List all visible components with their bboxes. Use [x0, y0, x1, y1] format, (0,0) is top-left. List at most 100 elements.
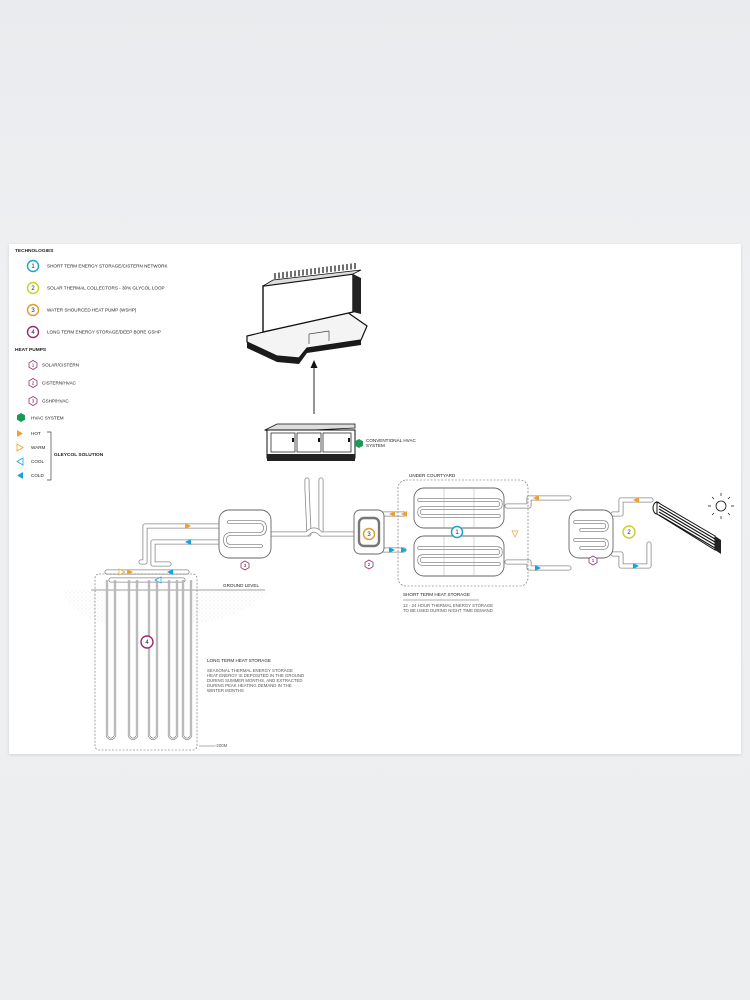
heat-pump-1-solar-cistern: [568, 509, 614, 559]
hp-2-marker-icon: [364, 559, 374, 570]
tech-3-label: WATER SHOURCED HEAT PUMP (WSHP): [47, 308, 137, 313]
hvac-icon: [17, 413, 25, 422]
tech-2-marker-icon: [622, 525, 636, 539]
warm-arrow-icon: [16, 443, 24, 452]
roof-fins: [274, 263, 356, 279]
hp-3-marker-icon: [240, 560, 250, 571]
cool-arrow-icon: [16, 457, 24, 466]
conventional-hvac-label-1: CONVENTIONAL HVAC: [366, 438, 416, 443]
svg-text:3: 3: [244, 563, 247, 568]
legend-hp-1: 1 SOLAR/CISTERN: [28, 360, 79, 370]
glycol-label: GLEYCOL SOLUTION: [54, 452, 104, 458]
warm-label: WARM: [31, 445, 46, 450]
building-roof: [262, 269, 362, 287]
technologies-heading: TECHNOLOGIES: [15, 248, 54, 254]
depth-label: -200M: [215, 743, 228, 748]
short-term-storage-area: UNDER COURTYARD 1 SHORT TERM HEAT STORAG…: [397, 473, 529, 613]
tech-4-marker-icon: [140, 635, 154, 649]
hot-arrow-icon: [533, 495, 539, 501]
tech-4-icon: [26, 325, 40, 339]
svg-text:1: 1: [31, 264, 35, 270]
legend-flows: HOT WARM COOL COLD GLEYCOL SOLUTION: [16, 430, 104, 481]
conventional-hvac-unit: [263, 423, 356, 461]
legend-tech-2: 2 SOLAR THERMAL COLLECTORS - 30% GLYCOL …: [26, 281, 165, 295]
heat-pump-3-gshp-hvac: [218, 509, 272, 559]
hot-arrow-icon: [185, 523, 191, 529]
svg-text:2: 2: [32, 381, 35, 386]
tech-1-marker-icon: [450, 525, 464, 539]
hp-1-marker-icon: [588, 555, 598, 566]
borefield-boundary: [94, 573, 198, 751]
legend-hp-3: 3 GSHP/HVAC: [28, 396, 69, 406]
legend-tech-3: 3 WATER SHOURCED HEAT PUMP (WSHP): [26, 303, 137, 317]
svg-text:2: 2: [627, 530, 631, 536]
svg-text:1: 1: [592, 558, 595, 563]
building: [246, 263, 368, 364]
hot-label: HOT: [31, 431, 41, 436]
svg-text:3: 3: [32, 399, 35, 404]
energy-system-diagram: TECHNOLOGIES 1 SHORT TERM ENERGY STORAGE…: [15, 248, 734, 751]
svg-text:DURING PEAK HEATING DEMAND IN: DURING PEAK HEATING DEMAND IN THE: [207, 683, 292, 688]
cold-arrow-icon: [17, 472, 23, 479]
svg-text:2: 2: [368, 562, 371, 567]
svg-text:WINTER MONTHS: WINTER MONTHS: [207, 688, 244, 693]
under-courtyard-label: UNDER COURTYARD: [409, 473, 456, 478]
hot-arrow-icon: [17, 430, 23, 437]
cold-arrow-icon: [185, 539, 191, 545]
hp-3-icon: [28, 396, 38, 406]
warm-arrow-icon: [118, 568, 126, 576]
hp-2-icon: [28, 378, 38, 388]
hp-3-label: GSHP/HVAC: [42, 399, 69, 404]
tech-1-icon: [26, 259, 40, 273]
legend-hvac: HVAC SYSTEM: [17, 413, 64, 422]
warm-arrow-icon: [511, 530, 519, 538]
solar-thermal-collector: [652, 501, 721, 554]
glycol-bracket: [47, 431, 52, 481]
svg-text:SEASONAL THERMAL ENERGY STORAG: SEASONAL THERMAL ENERGY STORAGE: [207, 668, 293, 673]
hp-2-label: CISTERN/HVAC: [42, 381, 77, 386]
cistern-lower: [413, 535, 505, 577]
hot-arrow-icon: [389, 511, 395, 517]
ground-level-label: GROUND LEVEL: [223, 583, 259, 588]
flow-arrows: [118, 495, 639, 584]
svg-text:HEAT ENERGY IS DEPOSITED IN TH: HEAT ENERGY IS DEPOSITED IN THE GROUND: [207, 673, 304, 678]
legend-hp-2: 2 CISTERN/HVAC: [28, 378, 77, 388]
poster: TECHNOLOGIES 1 SHORT TERM ENERGY STORAGE…: [9, 244, 741, 754]
svg-text:3: 3: [31, 308, 35, 314]
hvac-to-building-arrow: [310, 360, 318, 414]
tech-2-label: SOLAR THERMAL COLLECTORS - 30% GLYCOL LO…: [47, 286, 165, 291]
tech-2-icon: [26, 281, 40, 295]
cold-arrow-icon: [389, 547, 395, 553]
cistern-upper: [413, 487, 505, 529]
svg-text:2: 2: [31, 286, 35, 292]
svg-text:4: 4: [145, 640, 149, 646]
tech-4-label: LONG TERM ENERGY STORAGE/DEEP BORE GSHP: [47, 330, 161, 335]
hvac-unit-marker-icon: [355, 439, 363, 448]
tech-3-marker-icon: [362, 527, 376, 541]
heat-pumps-heading: HEAT PUMPS: [15, 347, 47, 353]
svg-text:3: 3: [367, 532, 371, 538]
hp-1-icon: [28, 360, 38, 370]
hot-arrow-icon: [633, 497, 639, 503]
courtyard-boundary: [397, 479, 529, 587]
svg-text:1: 1: [32, 363, 35, 368]
building-side-face: [353, 274, 361, 314]
hot-arrow-icon: [127, 569, 133, 575]
ground-section: GROUND LEVEL 4 -200M LONG TERM HEAT STOR…: [61, 573, 304, 751]
cold-label: COLD: [31, 473, 44, 478]
cold-arrow-icon: [167, 569, 173, 575]
tech-3-icon: [26, 303, 40, 317]
cool-arrow-icon: [154, 576, 162, 584]
short-term-label: SHORT TERM HEAT STORAGE: [403, 592, 470, 597]
cool-label: COOL: [31, 459, 44, 464]
short-term-note-1: 12 - 24 HOUR THERMAL ENERGY STORAGE: [403, 603, 493, 608]
legend-tech-4: 4 LONG TERM ENERGY STORAGE/DEEP BORE GSH…: [26, 325, 161, 339]
legend-tech-1: 1 SHORT TERM ENERGY STORAGE/CISTERN NETW…: [26, 259, 168, 273]
cold-arrow-icon: [633, 563, 639, 569]
cold-arrow-icon: [535, 565, 541, 571]
sun-icon: [708, 493, 734, 519]
short-term-note-2: TO BE USED DURING NIGHT TIME DEMAND: [403, 608, 493, 613]
svg-text:DURING SUMMER MONTHS, AND EXTR: DURING SUMMER MONTHS, AND EXTRACTED: [207, 678, 303, 683]
legend: TECHNOLOGIES 1 SHORT TERM ENERGY STORAGE…: [15, 248, 168, 481]
tech-1-label: SHORT TERM ENERGY STORAGE/CISTERN NETWOR…: [47, 264, 168, 269]
